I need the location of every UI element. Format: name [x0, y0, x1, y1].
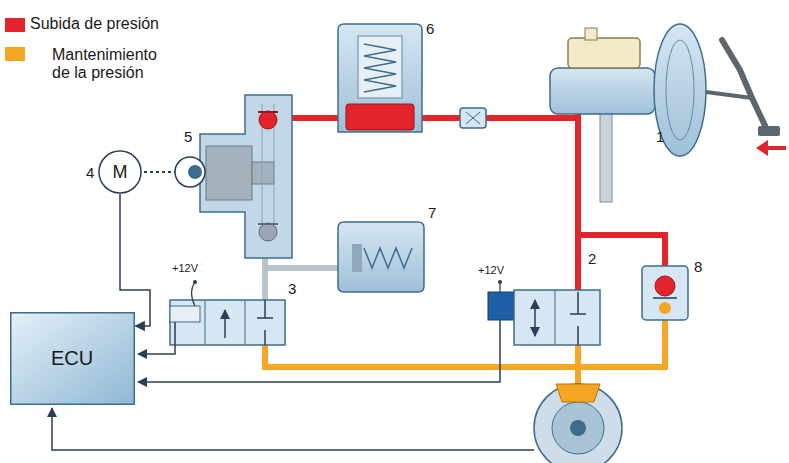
pressure-rise-line — [272, 115, 578, 121]
node-label: ECU — [51, 347, 93, 370]
pressure-hold-line — [575, 345, 581, 385]
accumulator-7 — [338, 222, 424, 292]
master-cylinder-booster — [550, 68, 655, 114]
legend-text: Mantenimiento de la presión — [52, 46, 174, 83]
signal-wire — [52, 408, 534, 450]
master-cylinder-booster — [758, 126, 780, 136]
inlet-valve-2 — [514, 290, 600, 345]
pressure-hold-line — [265, 318, 665, 385]
restrictor — [466, 112, 480, 124]
ecu-box-outline — [10, 312, 134, 404]
supply-voltage: +12V — [478, 264, 504, 277]
motor-circle-outline — [99, 151, 141, 193]
callout-number: 8 — [694, 258, 702, 275]
valve-6 — [338, 24, 422, 132]
restrictor — [460, 108, 486, 128]
pressure-hold-line — [265, 318, 665, 367]
pressure-rise-line — [578, 235, 665, 268]
inlet-valve-2 — [498, 280, 502, 284]
wheel-brake — [570, 420, 586, 436]
motor-circle: M — [98, 150, 142, 194]
return-pump — [258, 223, 278, 225]
eccentric-drive — [144, 157, 205, 187]
valve-6 — [364, 44, 396, 92]
ecu-box: ECU — [10, 312, 135, 405]
return-line — [265, 265, 338, 271]
return-pump — [252, 162, 274, 184]
return-pump — [259, 223, 277, 241]
check-valve-8 — [653, 297, 677, 299]
check-valve-8 — [642, 266, 688, 320]
pressure-rise-line — [575, 112, 581, 292]
node-label: M — [113, 162, 128, 183]
outlet-valve-3 — [170, 300, 285, 345]
eccentric-drive — [175, 157, 205, 187]
master-cylinder-booster — [585, 28, 597, 40]
callout-number: 7 — [428, 204, 436, 221]
signal-connector — [120, 194, 150, 326]
return-line — [265, 255, 338, 300]
valve-6 — [358, 36, 402, 98]
return-line — [262, 255, 268, 300]
inlet-valve-2 — [570, 292, 586, 345]
callout-number: 2 — [588, 250, 596, 267]
outlet-valve-3 — [257, 300, 273, 345]
master-cylinder-booster — [706, 92, 752, 98]
outlet-valve-3 — [205, 300, 245, 345]
inlet-valve-2 — [555, 290, 556, 345]
return-pump — [259, 111, 277, 129]
wheel-brake — [552, 402, 604, 454]
outlet-valve-3 — [170, 280, 285, 345]
master-cylinder-booster — [666, 40, 694, 140]
outlet-valve-3 — [192, 282, 196, 306]
accumulator-7 — [338, 222, 424, 292]
check-valve-8 — [642, 266, 688, 320]
pedal-force-arrow — [756, 140, 786, 156]
callout-number: 3 — [288, 280, 296, 297]
master-cylinder-booster — [600, 112, 612, 202]
supply-voltage: +12V — [172, 262, 198, 275]
outlet-valve-3 — [224, 310, 226, 338]
master-cylinder-booster — [722, 40, 768, 132]
check-valve-8 — [655, 276, 675, 296]
callout-number: 6 — [426, 20, 434, 37]
legend-swatch — [5, 47, 25, 61]
callout-number: 5 — [184, 128, 192, 145]
inlet-valve-2 — [534, 300, 536, 336]
callout-number: 4 — [86, 164, 94, 181]
eccentric-drive — [144, 171, 176, 173]
master-cylinder-booster — [654, 24, 706, 156]
return-pump — [206, 146, 252, 200]
accumulator-7 — [364, 248, 412, 268]
outlet-valve-3 — [193, 280, 197, 284]
outlet-valve-3 — [170, 306, 200, 322]
valve-6 — [346, 104, 414, 130]
check-valve-8 — [659, 302, 671, 314]
callout-number: 1 — [656, 128, 664, 145]
wheel-brake — [534, 384, 622, 463]
signal-wire — [138, 320, 500, 382]
return-pump — [258, 111, 278, 113]
signal-wire — [138, 322, 175, 354]
inlet-valve-2 — [488, 292, 514, 320]
legend-text: Subida de presión — [30, 15, 230, 33]
wheel-brake — [556, 384, 600, 402]
return-pump — [200, 95, 292, 258]
eccentric-drive — [188, 165, 202, 179]
master-cylinder-booster — [550, 24, 786, 202]
inlet-valve-2 — [488, 280, 600, 345]
restrictor — [460, 108, 486, 128]
valve-6 — [338, 24, 422, 132]
legend-swatch — [5, 18, 25, 32]
return-pump — [200, 95, 292, 258]
master-cylinder-booster — [568, 38, 640, 68]
wheel-brake — [534, 384, 622, 463]
accumulator-7 — [352, 244, 362, 272]
